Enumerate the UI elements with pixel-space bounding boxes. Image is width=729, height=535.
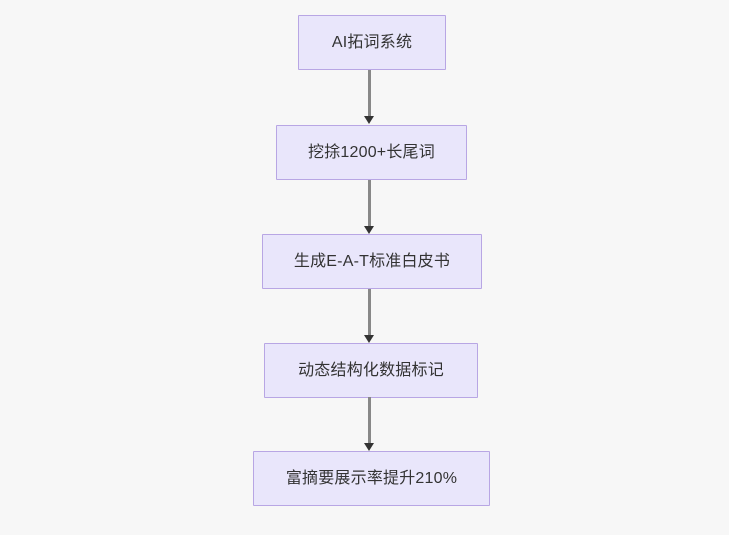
flowchart-node-2-label: 挖捈1200+长尾词 bbox=[308, 143, 435, 161]
flowchart-node-4-label: 动态结构化数据标记 bbox=[298, 361, 444, 379]
flowchart-edge-4-line bbox=[368, 397, 371, 444]
flowchart-node-5[interactable]: 富摘要展示率提升210% bbox=[253, 451, 490, 506]
flowchart-edge-1-line bbox=[368, 70, 371, 117]
flowchart-node-2[interactable]: 挖捈1200+长尾词 bbox=[276, 125, 467, 180]
flowchart-node-5-label: 富摘要展示率提升210% bbox=[285, 469, 458, 487]
flowchart-edge-3-line bbox=[368, 289, 371, 336]
arrow-down-icon bbox=[364, 226, 374, 234]
arrow-down-icon bbox=[364, 335, 374, 343]
flowchart-node-1[interactable]: AI拓词系统 bbox=[298, 15, 446, 70]
flowchart-node-3-label: 生成E-A-T标准白皮书 bbox=[293, 252, 451, 270]
flowchart-node-1-label: AI拓词系统 bbox=[331, 33, 413, 51]
flowchart-edge-2-line bbox=[368, 180, 371, 227]
flowchart-node-4[interactable]: 动态结构化数据标记 bbox=[264, 343, 478, 398]
arrow-down-icon bbox=[364, 443, 374, 451]
arrow-down-icon bbox=[364, 116, 374, 124]
flowchart-node-3[interactable]: 生成E-A-T标准白皮书 bbox=[262, 234, 482, 289]
